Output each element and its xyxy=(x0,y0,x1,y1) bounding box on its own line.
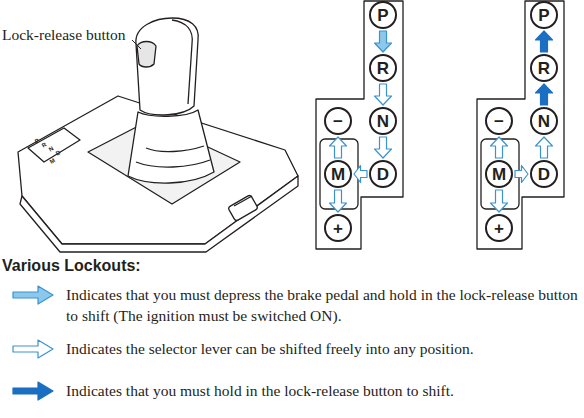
gear-position-circle: D xyxy=(530,160,558,188)
gear-letter: R xyxy=(538,60,550,77)
gear-letter: D xyxy=(377,166,389,183)
shift-arrow xyxy=(375,84,392,105)
gear-position-circle: + xyxy=(485,214,513,242)
shift-arrow xyxy=(330,137,347,158)
gate-outline xyxy=(477,1,564,249)
gear-position-circle: P xyxy=(530,1,558,29)
lever-knob xyxy=(136,18,198,115)
gear-position-circle: N xyxy=(369,107,397,135)
shift-arrow xyxy=(536,31,553,52)
legend-text: Indicates the selector lever can be shif… xyxy=(66,338,580,359)
selector-lever xyxy=(128,18,214,183)
lever-boot xyxy=(128,110,214,183)
mode-switch-line xyxy=(234,196,252,206)
shift-arrow xyxy=(536,137,553,158)
shift-arrow xyxy=(515,166,528,183)
shift-arrow xyxy=(354,166,367,183)
gate-outline xyxy=(316,1,403,249)
mode-switch xyxy=(228,195,259,222)
shift-arrow xyxy=(491,137,508,158)
part-label: Lock-release button xyxy=(2,27,126,43)
gear-letter: R xyxy=(377,60,389,77)
gear-letter: N xyxy=(538,113,550,130)
knob-highlight xyxy=(172,20,192,104)
gear-letter: M xyxy=(331,166,345,183)
gear-letter: − xyxy=(333,113,343,130)
legend-arrow xyxy=(13,340,53,358)
leader-line xyxy=(132,40,141,49)
shift-arrow xyxy=(375,137,392,158)
legend-text: Indicates that you must hold in the lock… xyxy=(66,380,580,401)
legend-arrow-sample xyxy=(10,284,56,306)
gear-letter: − xyxy=(494,113,504,130)
legend-heading: Various Lockouts: xyxy=(2,258,141,274)
gear-letter: P xyxy=(538,7,549,24)
console-outline xyxy=(18,96,298,244)
legend-arrow-sample xyxy=(10,380,56,402)
shift-arrow xyxy=(491,190,508,212)
legend-text: Indicates that you must depress the brak… xyxy=(66,284,580,326)
gear-position-circle: D xyxy=(369,160,397,188)
gear-position-circle: − xyxy=(324,107,352,135)
gear-letter: P xyxy=(377,7,388,24)
legend-arrow xyxy=(13,382,53,400)
gear-position-circle: R xyxy=(530,54,558,82)
shifter-console xyxy=(18,96,298,252)
boot-fold xyxy=(136,146,210,167)
gear-letter: M xyxy=(492,166,506,183)
lock-release-button xyxy=(137,42,156,68)
gear-letter: + xyxy=(494,220,504,237)
shift-arrow xyxy=(536,84,553,105)
gear-position-circle: R xyxy=(369,54,397,82)
legend-arrow-sample xyxy=(10,338,56,360)
gear-position-circle: + xyxy=(324,214,352,242)
gear-position-circle: − xyxy=(485,107,513,135)
gear-position-circle: P xyxy=(369,1,397,29)
shift-arrow xyxy=(375,31,392,52)
gear-position-circle: N xyxy=(530,107,558,135)
gear-position-circle: M xyxy=(324,160,352,188)
gear-letter: D xyxy=(538,166,550,183)
gear-position-circle: M xyxy=(485,160,513,188)
legend-arrow xyxy=(13,286,53,304)
indicator-panel xyxy=(28,128,80,162)
gear-letter: N xyxy=(377,113,389,130)
shift-gates xyxy=(316,1,564,249)
shift-arrow xyxy=(330,190,347,212)
gear-letter: + xyxy=(333,220,343,237)
